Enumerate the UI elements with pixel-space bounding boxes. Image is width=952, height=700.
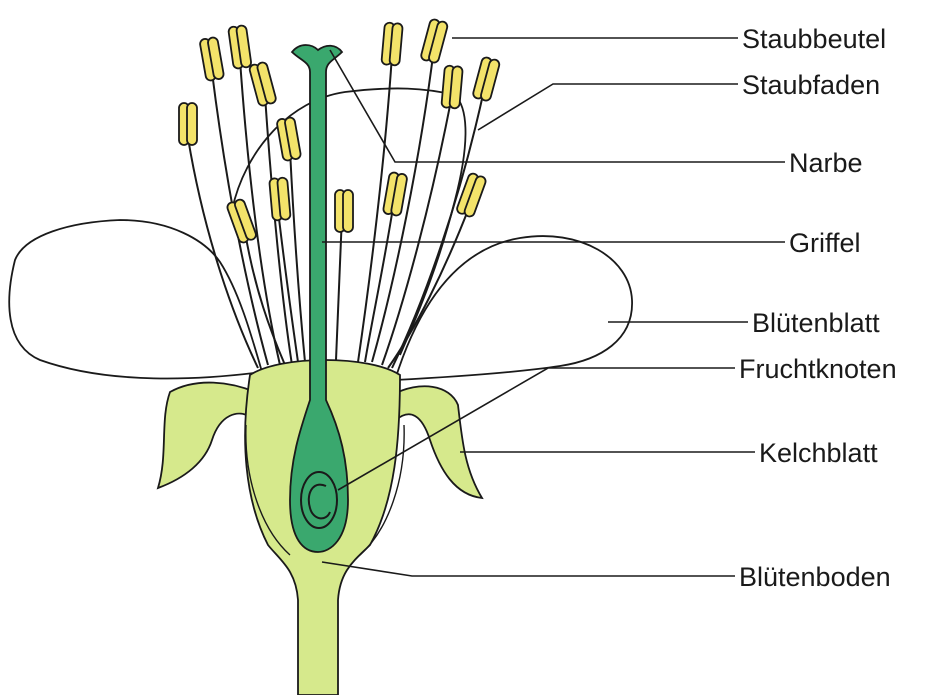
label-bluetenblatt: Blütenblatt	[752, 308, 880, 338]
anther	[335, 190, 353, 232]
sepal-right	[392, 386, 482, 498]
anther	[269, 177, 291, 220]
label-staubbeutel: Staubbeutel	[742, 24, 886, 54]
label-kelchblatt: Kelchblatt	[759, 438, 878, 468]
anther	[441, 65, 463, 108]
label-griffel: Griffel	[789, 228, 861, 258]
label-staubfaden: Staubfaden	[742, 70, 880, 100]
anther	[381, 22, 403, 65]
anther	[249, 61, 277, 106]
anther	[472, 56, 500, 101]
label-narbe: Narbe	[789, 148, 863, 178]
leader-staubfaden	[478, 84, 738, 130]
anther	[199, 37, 224, 81]
leader-bluetenboden	[322, 562, 735, 576]
anther	[179, 103, 197, 145]
petal-left	[9, 220, 262, 379]
anther	[228, 25, 252, 69]
label-bluetenboden: Blütenboden	[739, 562, 891, 592]
label-fruchtknoten: Fruchtknoten	[739, 354, 897, 384]
anther	[420, 18, 448, 63]
